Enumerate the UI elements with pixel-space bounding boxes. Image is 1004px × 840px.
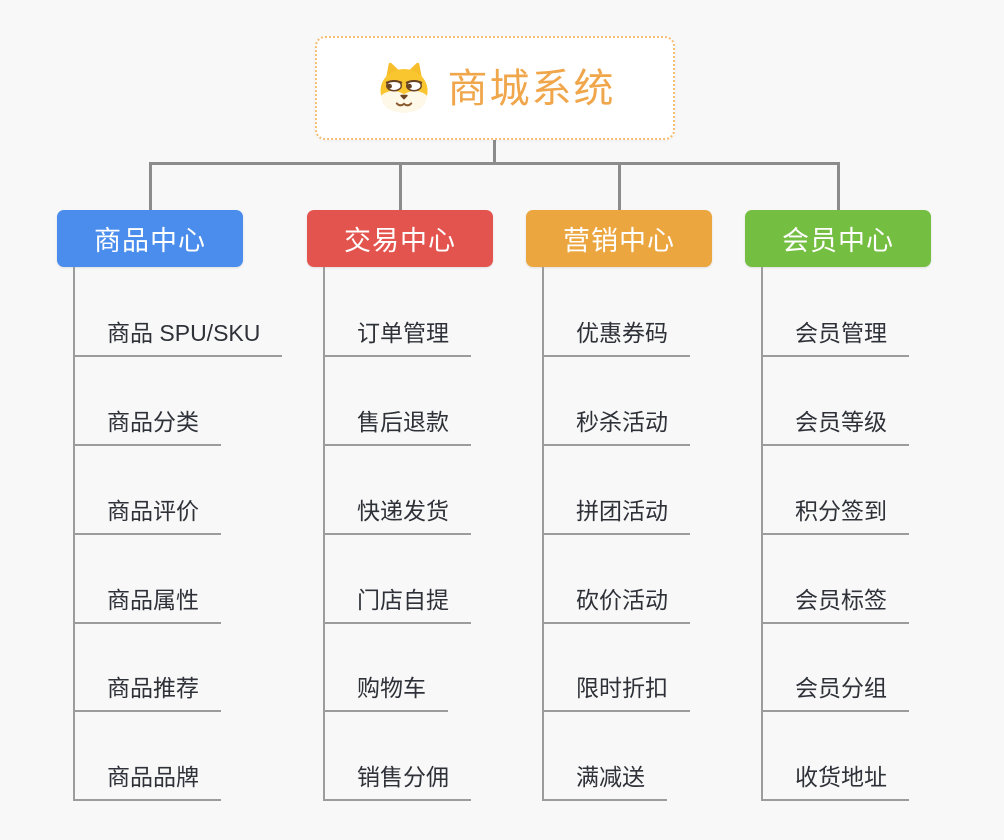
leaf-node[interactable]: 商品评价 bbox=[73, 497, 221, 535]
leaf-node[interactable]: 会员分组 bbox=[761, 674, 909, 712]
leaf-node[interactable]: 限时折扣 bbox=[542, 674, 690, 712]
leaf-node[interactable]: 拼团活动 bbox=[542, 497, 690, 535]
leaf-node[interactable]: 优惠券码 bbox=[542, 319, 690, 357]
dog-face-icon bbox=[379, 62, 428, 113]
connector-drop-line bbox=[618, 162, 621, 210]
leaf-node[interactable]: 会员标签 bbox=[761, 586, 909, 624]
leaf-node[interactable]: 商品属性 bbox=[73, 586, 221, 624]
leaf-node[interactable]: 销售分佣 bbox=[323, 763, 471, 801]
leaf-node[interactable]: 门店自提 bbox=[323, 586, 471, 624]
branch-marketing: 营销中心 优惠券码 秒杀活动 拼团活动 砍价活动 限时折扣 满减送 bbox=[526, 0, 786, 840]
leaf-node[interactable]: 快递发货 bbox=[323, 497, 471, 535]
connector-bus-line bbox=[149, 162, 840, 165]
leaf-node[interactable]: 商品分类 bbox=[73, 408, 221, 446]
leaf-node[interactable]: 秒杀活动 bbox=[542, 408, 690, 446]
leaf-node[interactable]: 售后退款 bbox=[323, 408, 471, 446]
root-connector-stub bbox=[493, 139, 496, 163]
leaf-node[interactable]: 积分签到 bbox=[761, 497, 909, 535]
branch-header-products[interactable]: 商品中心 bbox=[57, 210, 243, 267]
connector-drop-line bbox=[399, 162, 402, 210]
leaf-node[interactable]: 砍价活动 bbox=[542, 586, 690, 624]
branch-trade: 交易中心 订单管理 售后退款 快递发货 门店自提 购物车 销售分佣 bbox=[307, 0, 567, 840]
leaf-node[interactable]: 收货地址 bbox=[761, 763, 909, 801]
branch-products: 商品中心 商品 SPU/SKU 商品分类 商品评价 商品属性 商品推荐 商品品牌 bbox=[57, 0, 317, 840]
leaf-node[interactable]: 商品品牌 bbox=[73, 763, 221, 801]
leaf-node[interactable]: 订单管理 bbox=[323, 319, 471, 357]
connector-drop-line bbox=[149, 162, 152, 210]
connector-drop-line bbox=[837, 162, 840, 210]
leaf-node[interactable]: 会员等级 bbox=[761, 408, 909, 446]
leaf-node[interactable]: 满减送 bbox=[542, 763, 667, 801]
branch-members: 会员中心 会员管理 会员等级 积分签到 会员标签 会员分组 收货地址 bbox=[745, 0, 1004, 840]
leaf-node[interactable]: 购物车 bbox=[323, 674, 448, 712]
leaf-node[interactable]: 会员管理 bbox=[761, 319, 909, 357]
root-title: 商城系统 bbox=[447, 67, 616, 111]
leaf-node[interactable]: 商品推荐 bbox=[73, 674, 221, 712]
branch-header-members[interactable]: 会员中心 bbox=[745, 210, 931, 267]
root-node[interactable]: 商城系统 bbox=[315, 36, 675, 140]
leaf-node[interactable]: 商品 SPU/SKU bbox=[73, 319, 283, 357]
branch-header-trade[interactable]: 交易中心 bbox=[307, 210, 493, 267]
branch-header-marketing[interactable]: 营销中心 bbox=[526, 210, 712, 267]
